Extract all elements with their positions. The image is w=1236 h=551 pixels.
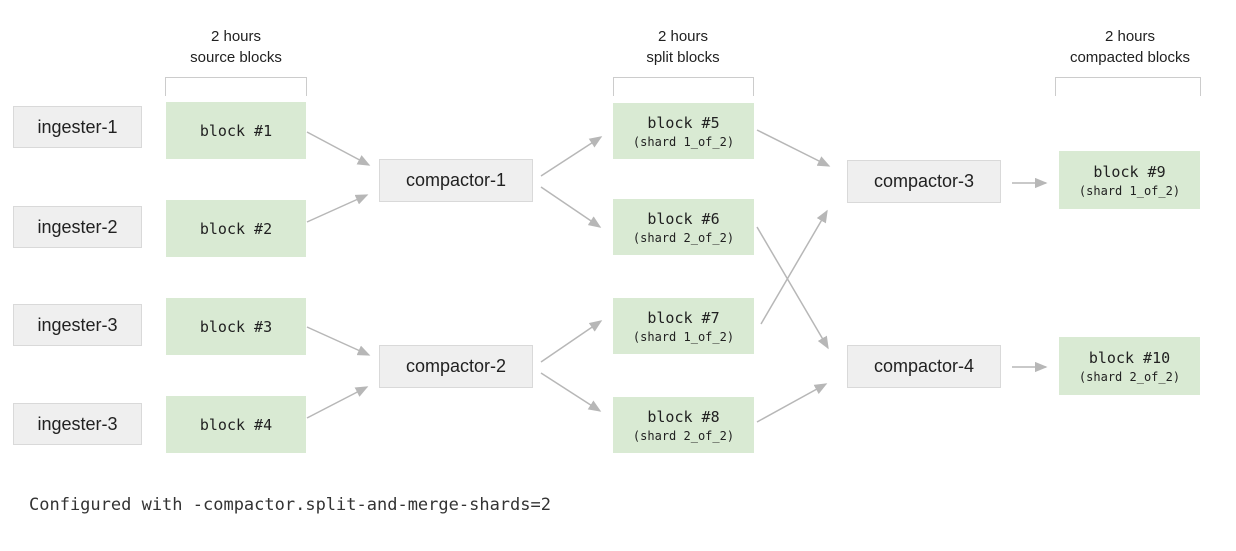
- ingester-1-box: ingester-1: [13, 106, 142, 148]
- split-block-7-shard: (shard 1_of_2): [632, 329, 735, 344]
- split-block-8-shard: (shard 2_of_2): [632, 428, 735, 443]
- compactor-2-box: compactor-2: [379, 345, 533, 388]
- header-compacted-blocks: 2 hours compacted blocks: [1040, 26, 1220, 68]
- split-block-6: block #6 (shard 2_of_2): [613, 199, 754, 255]
- arrow-block7-to-compactor3: [760, 209, 828, 325]
- arrow-block3-to-compactor2: [306, 326, 371, 356]
- source-block-1-label: block #1: [199, 121, 273, 140]
- ingester-3b-box: ingester-3: [13, 403, 142, 445]
- ingester-2-label: ingester-2: [37, 216, 118, 237]
- source-block-1: block #1: [166, 102, 306, 159]
- compactor-1-box: compactor-1: [379, 159, 533, 202]
- arrow-block2-to-compactor1: [306, 194, 369, 223]
- ingester-1-label: ingester-1: [37, 116, 118, 137]
- source-block-3: block #3: [166, 298, 306, 355]
- compactor-4-label: compactor-4: [873, 356, 975, 376]
- header-split-line1: 2 hours: [657, 28, 709, 45]
- header-split-line2: split blocks: [646, 49, 720, 66]
- source-block-2: block #2: [166, 200, 306, 257]
- ingester-3b-label: ingester-3: [37, 413, 118, 434]
- split-block-7-label: block #7: [647, 308, 720, 327]
- compactor-1-label: compactor-1: [405, 170, 507, 190]
- source-block-4: block #4: [166, 396, 306, 453]
- split-block-8: block #8 (shard 2_of_2): [613, 397, 754, 453]
- header-compacted-line1: 2 hours: [1104, 28, 1156, 45]
- arrow-compactor2-to-block7: [540, 320, 603, 363]
- split-block-7: block #7 (shard 1_of_2): [613, 298, 754, 354]
- split-block-5-label: block #5: [647, 113, 720, 132]
- arrow-compactor2-to-block8: [540, 372, 602, 412]
- bracket-split-blocks: [613, 77, 754, 96]
- arrow-block6-to-compactor4: [756, 226, 829, 350]
- header-source-line2: source blocks: [190, 49, 282, 66]
- compactor-2-label: compactor-2: [405, 356, 507, 376]
- source-block-3-label: block #3: [199, 317, 273, 336]
- compacted-block-10-label: block #10: [1088, 348, 1171, 367]
- header-source-blocks: 2 hours source blocks: [156, 26, 316, 68]
- arrow-compactor1-to-block5: [540, 136, 603, 177]
- arrow-block4-to-compactor2: [306, 386, 369, 419]
- compacted-block-9-shard: (shard 1_of_2): [1078, 183, 1181, 198]
- ingester-3-box: ingester-3: [13, 304, 142, 346]
- split-block-6-label: block #6: [647, 209, 720, 228]
- config-caption: Configured with -compactor.split-and-mer…: [29, 495, 551, 515]
- arrow-block1-to-compactor1: [306, 131, 371, 166]
- compacted-block-9-label: block #9: [1093, 162, 1166, 181]
- compactor-4-box: compactor-4: [847, 345, 1001, 388]
- source-block-4-label: block #4: [199, 415, 273, 434]
- ingester-2-box: ingester-2: [13, 206, 142, 248]
- compacted-block-10: block #10 (shard 2_of_2): [1059, 337, 1200, 395]
- split-block-8-label: block #8: [647, 407, 720, 426]
- header-compacted-line2: compacted blocks: [1069, 49, 1191, 66]
- split-block-5: block #5 (shard 1_of_2): [613, 103, 754, 159]
- bracket-compacted-blocks: [1055, 77, 1201, 96]
- compactor-3-label: compactor-3: [873, 171, 975, 191]
- arrow-compactor1-to-block6: [540, 186, 602, 228]
- ingester-3-label: ingester-3: [37, 314, 118, 335]
- bracket-source-blocks: [165, 77, 307, 96]
- arrow-block8-to-compactor4: [756, 383, 828, 423]
- arrow-block5-to-compactor3: [756, 129, 831, 167]
- compacted-block-10-shard: (shard 2_of_2): [1078, 369, 1181, 384]
- header-source-line1: 2 hours: [210, 28, 262, 45]
- header-split-blocks: 2 hours split blocks: [603, 26, 763, 68]
- compacted-block-9: block #9 (shard 1_of_2): [1059, 151, 1200, 209]
- source-block-2-label: block #2: [199, 219, 273, 238]
- split-block-5-shard: (shard 1_of_2): [632, 134, 735, 149]
- compactor-3-box: compactor-3: [847, 160, 1001, 203]
- split-block-6-shard: (shard 2_of_2): [632, 230, 735, 245]
